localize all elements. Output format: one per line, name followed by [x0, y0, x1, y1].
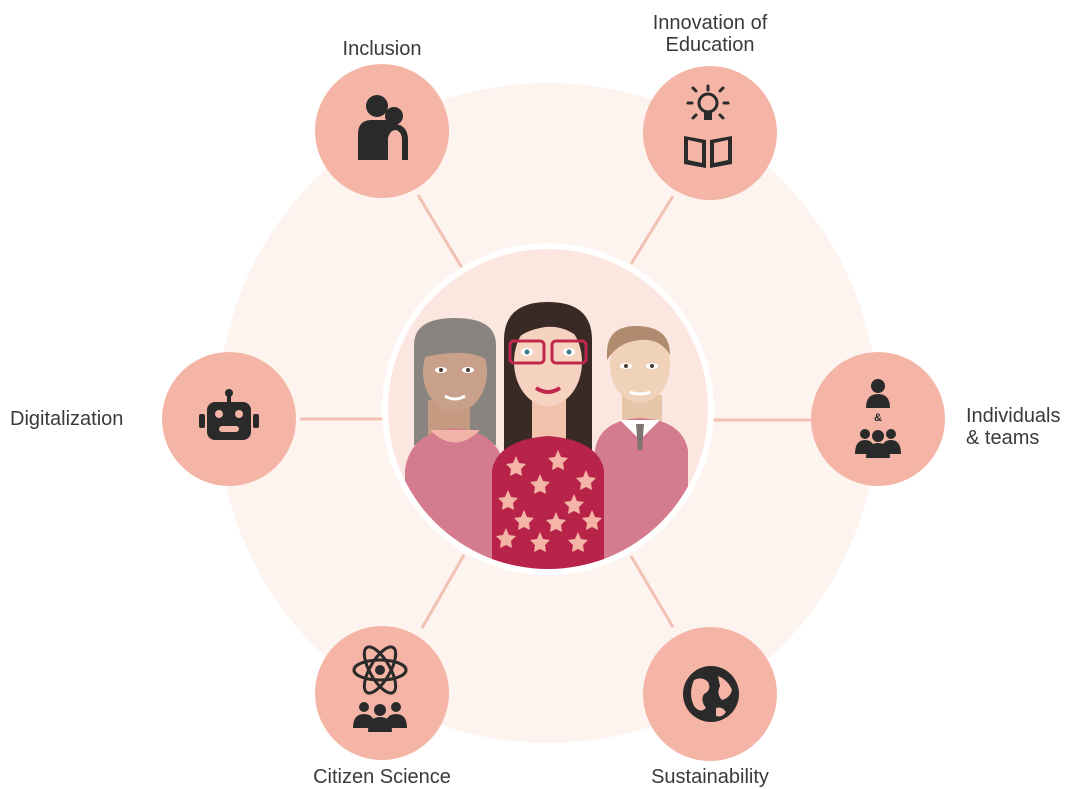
connector-inclusion [416, 194, 464, 269]
person-and-team-icon: & [855, 379, 901, 458]
connector-sustainability [629, 555, 675, 628]
hugging-people-icon [358, 95, 408, 160]
atom-group-icon [352, 645, 408, 732]
center-illustration [382, 243, 714, 575]
connector-innovation [629, 195, 675, 265]
label-inclusion: Inclusion [342, 38, 422, 60]
node-sustainability [643, 627, 777, 761]
robot-icon [199, 389, 259, 440]
connectors [300, 194, 812, 629]
label-citizen-science: Citizen Science [313, 766, 451, 788]
label-digitalization: Digitalization [10, 408, 124, 430]
globe-icon [683, 666, 739, 722]
label-individuals-teams: Individuals & teams [966, 405, 1061, 449]
node-digitalization [162, 352, 296, 486]
label-innovation-education: Innovation of Education [652, 12, 768, 56]
node-citizen-science [315, 626, 449, 760]
node-innovation-education [643, 66, 777, 200]
lightbulb-book-icon [684, 84, 732, 168]
node-inclusion [315, 64, 449, 198]
node-individuals-teams: & [811, 352, 945, 486]
person-left [405, 318, 505, 569]
connector-citizen [420, 554, 466, 629]
svg-text:&: & [874, 412, 882, 424]
person-middle [492, 302, 604, 569]
label-sustainability: Sustainability [651, 766, 769, 788]
